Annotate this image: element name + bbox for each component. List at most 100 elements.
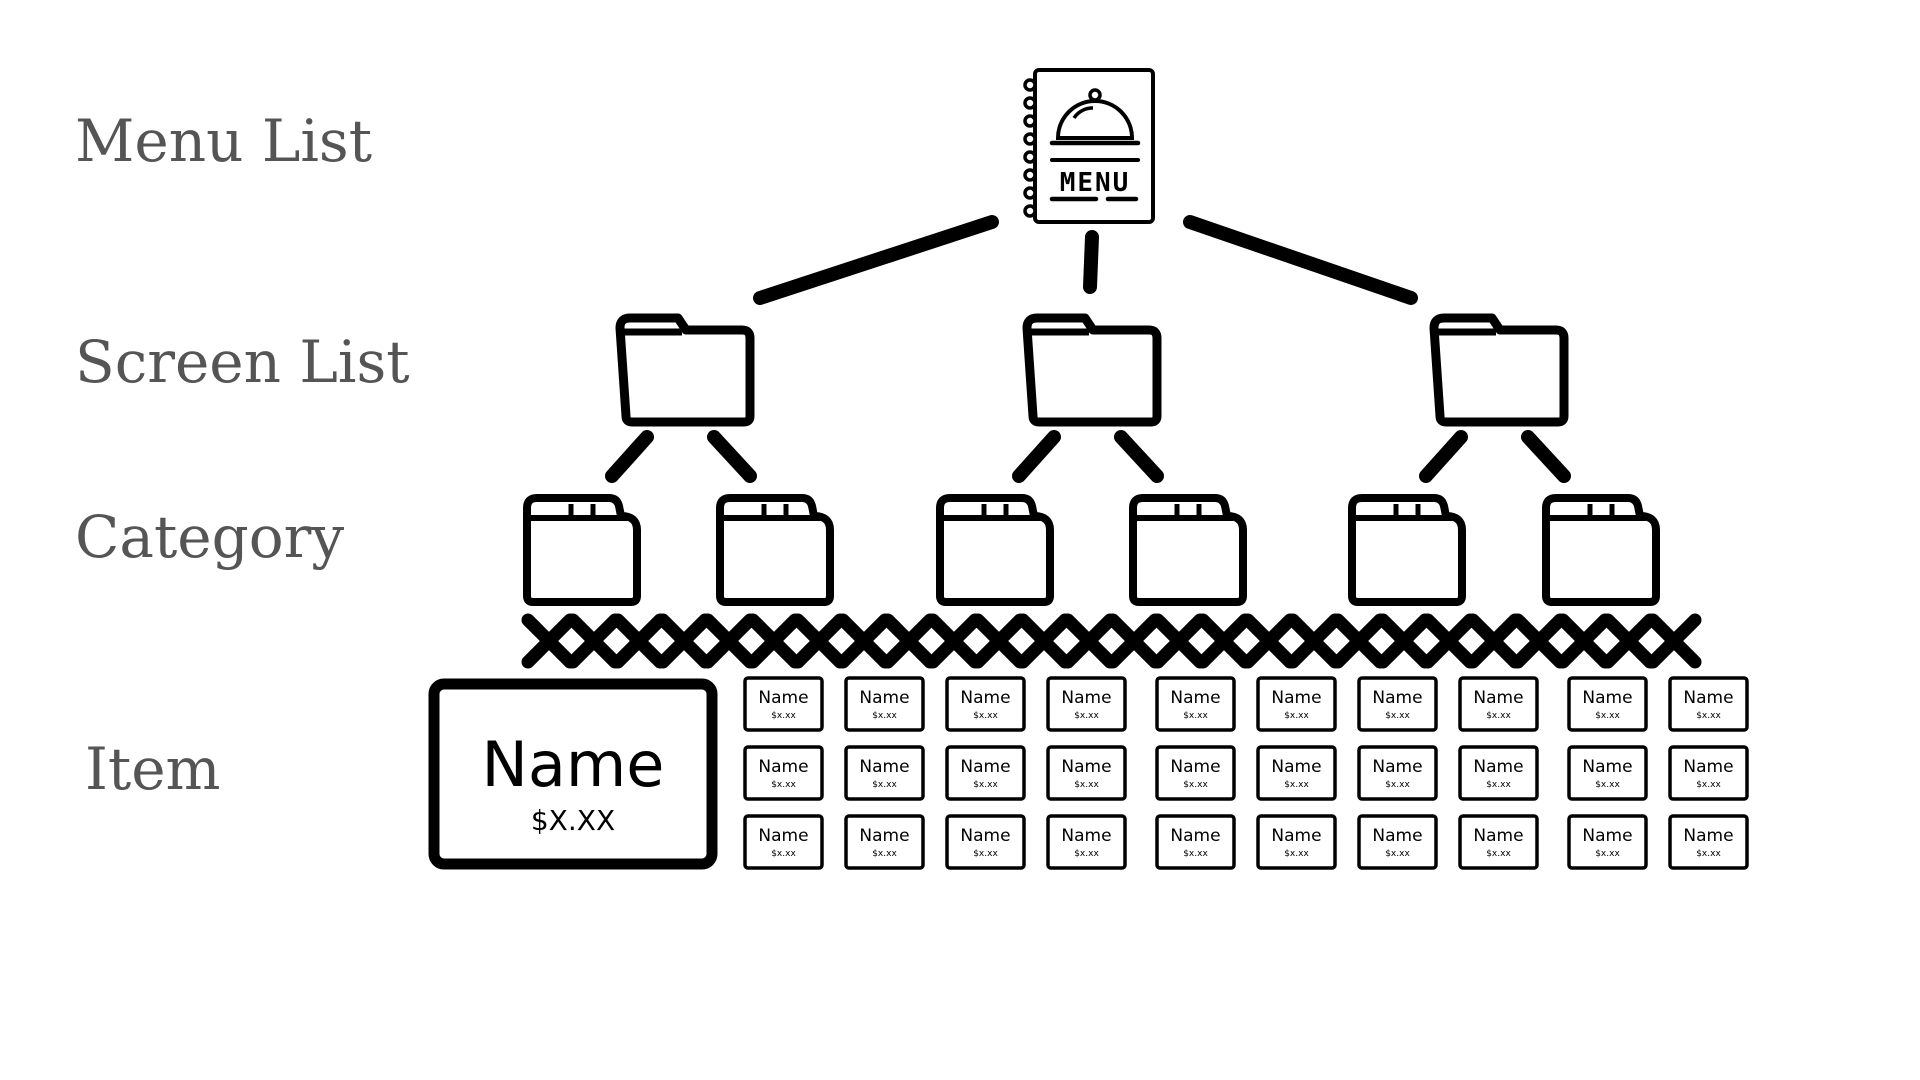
item-tile-price: $x.xx xyxy=(1183,711,1208,721)
item-tile-price: $x.xx xyxy=(872,780,897,790)
menu-connectors xyxy=(753,215,1418,305)
item-tile-price: $x.xx xyxy=(872,849,897,859)
item-tile-name: Name xyxy=(960,826,1010,846)
folder-icon xyxy=(1022,313,1162,427)
item-tile: Name $x.xx xyxy=(844,745,925,801)
item-tile-price: $x.xx xyxy=(1385,711,1410,721)
item-tile-name: Name xyxy=(1683,757,1733,777)
item-tile-price: $x.xx xyxy=(1183,849,1208,859)
featured-item: Name $X.XX xyxy=(428,678,718,870)
item-tile-price: $x.xx xyxy=(1696,780,1721,790)
item-tile: Name $x.xx xyxy=(1567,676,1648,732)
item-tile: Name $x.xx xyxy=(1046,745,1127,801)
item-tile-name: Name xyxy=(1061,757,1111,777)
screen-connectors xyxy=(605,430,1571,483)
item-tile-name: Name xyxy=(1683,826,1733,846)
item-tile-name: Name xyxy=(1683,688,1733,708)
item-tile: Name $x.xx xyxy=(1155,676,1236,732)
item-tile: Name $x.xx xyxy=(1668,676,1749,732)
item-tile-price: $x.xx xyxy=(973,849,998,859)
item-tile: Name$x.xx xyxy=(1256,676,1337,732)
item-tile-price: $x.xx xyxy=(1385,849,1410,859)
level-label-screen-list: Screen List xyxy=(75,328,410,396)
item-tile-price: $x.xx xyxy=(1074,780,1099,790)
level-label-item: Item xyxy=(85,735,221,803)
item-tile: Name $x.xx xyxy=(1458,676,1539,732)
item-tile-name: Name xyxy=(1170,826,1220,846)
folder-icon xyxy=(1429,313,1569,427)
item-tile-name: Name xyxy=(859,688,909,708)
item-tile-price: $x.xx xyxy=(1284,849,1309,859)
category-folder-icon xyxy=(1348,494,1466,606)
category-folder-icon xyxy=(523,494,641,606)
item-connectors xyxy=(521,613,1702,669)
item-tile: Name $x.xx xyxy=(743,745,824,801)
level-label-category: Category xyxy=(75,503,345,571)
featured-item-name: Name xyxy=(482,728,665,801)
category-folder-icon xyxy=(1129,494,1247,606)
item-tile-price: $x.xx xyxy=(1385,780,1410,790)
item-tile-name: Name xyxy=(1170,688,1220,708)
item-tile: Name $x.xx xyxy=(844,676,925,732)
category-folder-icon xyxy=(716,494,834,606)
menu-book-icon: MENU xyxy=(1023,68,1155,224)
level-label-menu-list: Menu List xyxy=(75,107,372,175)
folder-icon xyxy=(615,313,755,427)
item-tile-name: Name xyxy=(1473,688,1523,708)
item-tile-name: Name xyxy=(758,757,808,777)
item-tile-price: $x.xx xyxy=(1284,780,1309,790)
screen-folders xyxy=(615,313,1569,427)
item-tile: Name $x.xx xyxy=(945,814,1026,870)
item-tile-name: Name xyxy=(859,826,909,846)
item-tile-name: Name xyxy=(1582,688,1632,708)
item-tile-price: $x.xx xyxy=(973,711,998,721)
item-tile-name: Name xyxy=(758,826,808,846)
item-tile: Name$x.xx xyxy=(945,745,1026,801)
item-tile-name: Name xyxy=(758,688,808,708)
item-tile-name: Name xyxy=(960,688,1010,708)
item-tile-name: Name xyxy=(1170,757,1220,777)
category-folder-icon xyxy=(936,494,1054,606)
item-tile-price: $x.xx xyxy=(1595,711,1620,721)
item-tile: Name $x.xx xyxy=(1357,814,1438,870)
item-tile-price: $x.xx xyxy=(1595,780,1620,790)
item-tile: Name $x.xx xyxy=(1155,814,1236,870)
item-tile: Name$x.xx xyxy=(1155,745,1236,801)
item-tile-name: Name xyxy=(1061,826,1111,846)
item-tile-name: Name xyxy=(1582,757,1632,777)
item-tile-name: Name xyxy=(1473,826,1523,846)
category-folder-icon xyxy=(1542,494,1660,606)
item-tile: Name $x.xx xyxy=(1668,745,1749,801)
item-tile: Name $x.xx xyxy=(1458,814,1539,870)
item-tile-name: Name xyxy=(859,757,909,777)
item-tile-price: $x.xx xyxy=(1486,849,1511,859)
item-tile-name: Name xyxy=(1271,688,1321,708)
item-tile-price: $x.xx xyxy=(1074,849,1099,859)
item-tile-price: $x.xx xyxy=(1696,711,1721,721)
item-tile: Name$x.xx xyxy=(1046,676,1127,732)
item-tile-name: Name xyxy=(1372,688,1422,708)
item-tile-name: Name xyxy=(1582,826,1632,846)
item-tile: Name $x.xx xyxy=(945,676,1026,732)
item-tile-name: Name xyxy=(1473,757,1523,777)
item-tile-price: $x.xx xyxy=(1486,711,1511,721)
item-tile: Name$x.xx xyxy=(1256,745,1337,801)
item-tile: Name $x.xx xyxy=(844,814,925,870)
item-tile: Name $x.xx xyxy=(1046,814,1127,870)
item-tile: Name $x.xx xyxy=(1458,745,1539,801)
item-tile-price: $x.xx xyxy=(1595,849,1620,859)
item-tile: Name $x.xx xyxy=(1567,745,1648,801)
item-tile-name: Name xyxy=(1271,826,1321,846)
item-tile-price: $x.xx xyxy=(1486,780,1511,790)
item-tile-price: $x.xx xyxy=(771,780,796,790)
item-tile: Name$x.xx xyxy=(743,676,824,732)
item-tile-price: $x.xx xyxy=(1696,849,1721,859)
item-tile-price: $x.xx xyxy=(771,849,796,859)
category-folders xyxy=(523,494,1660,606)
menu-icon-label: MENU xyxy=(1060,168,1131,198)
item-tile: Name $x.xx xyxy=(1256,814,1337,870)
item-tile: Name $x.xx xyxy=(1357,676,1438,732)
featured-item-price: $X.XX xyxy=(531,804,615,837)
item-tile-name: Name xyxy=(1372,826,1422,846)
item-tile-price: $x.xx xyxy=(872,711,897,721)
